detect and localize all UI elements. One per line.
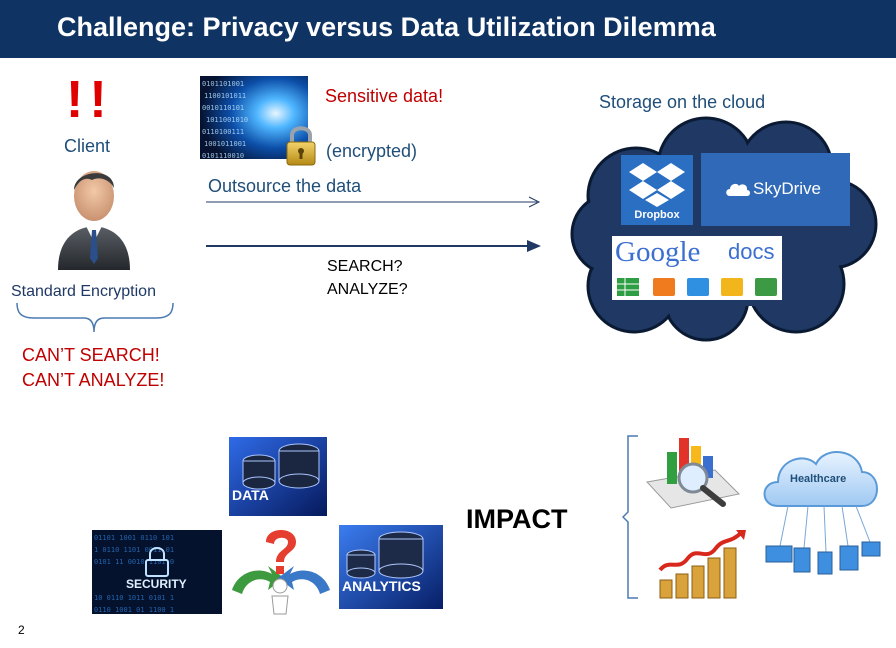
svg-text:1001011001: 1001011001 [204,140,246,148]
skydrive-logo: SkyDrive [701,153,850,226]
client-person-icon [58,171,130,270]
skydrive-label: SkyDrive [753,179,822,198]
svg-text:0101110010: 0101110010 [202,152,244,159]
data-tile: DATA [229,437,327,516]
standard-encryption-label: Standard Encryption [11,283,156,300]
svg-text:1011001010: 1011001010 [206,116,248,124]
outsource-label: Outsource the data [208,176,362,196]
security-tile-label: SECURITY [126,577,187,591]
svg-text:01101 1001 0110 101: 01101 1001 0110 101 [94,534,174,542]
dropbox-icon [629,163,685,207]
google-word: Google [615,236,701,268]
docs-word: docs [728,239,775,264]
impact-bracket [622,435,638,599]
google-app-icons [617,278,777,296]
data-tile-label: DATA [232,487,269,503]
svg-text:0110100111: 0110100111 [202,128,244,136]
svg-text:1100101011: 1100101011 [204,92,246,100]
cloud-storage-label: Storage on the cloud [599,92,766,112]
google-wordmark: Google [615,236,700,269]
cant-search-text: CAN’T SEARCH! [22,345,160,365]
healthcare-cloud-image [763,451,881,575]
dropbox-label: Dropbox [634,209,680,221]
skydrive-cloud-icon [726,183,750,196]
growth-coins-image [658,530,746,599]
page-number: 2 [18,623,25,637]
padlock-icon [286,126,316,166]
analyze-question: ANALYZE? [327,281,408,298]
svg-text:0110 1001 01 1100 1: 0110 1001 01 1100 1 [94,606,174,614]
search-question: SEARCH? [327,258,403,275]
dropbox-logo: Dropbox [621,155,693,225]
svg-text:0010110101: 0010110101 [202,104,244,112]
security-tile: 01101 1001 0110 101 1 0110 1101 0011 01 0… [92,530,222,614]
alert-exclamation: !! [66,71,113,129]
impact-label: IMPACT [466,504,568,534]
client-label: Client [64,136,111,156]
transfer-arrows [206,196,541,252]
cant-analyze-text: CAN’T ANALYZE! [22,370,165,390]
analytics-tile: ANALYTICS [339,525,443,609]
google-docs-logo: Google docs [612,236,782,300]
cloud-shape [570,116,878,342]
healthcare-label: Healthcare [790,473,847,485]
bar-chart-magnifier-image [646,438,741,509]
svg-text:0101101001: 0101101001 [202,80,244,88]
svg-text:10 0110 1011 0101 1: 10 0110 1011 0101 1 [94,594,174,602]
svg-text:1 0110 1101 0011 01: 1 0110 1101 0011 01 [94,546,174,554]
title-bar: Challenge: Privacy versus Data Utilizati… [0,0,896,58]
svg-text:0101 11 0010 1101 0: 0101 11 0010 1101 0 [94,558,174,566]
slide-title: Challenge: Privacy versus Data Utilizati… [57,12,716,42]
encrypted-label: (encrypted) [326,141,418,161]
analytics-tile-label: ANALYTICS [342,578,421,594]
sensitive-data-label: Sensitive data! [325,86,444,106]
encryption-brace [16,302,174,333]
question-crossroads-icon [232,530,330,615]
